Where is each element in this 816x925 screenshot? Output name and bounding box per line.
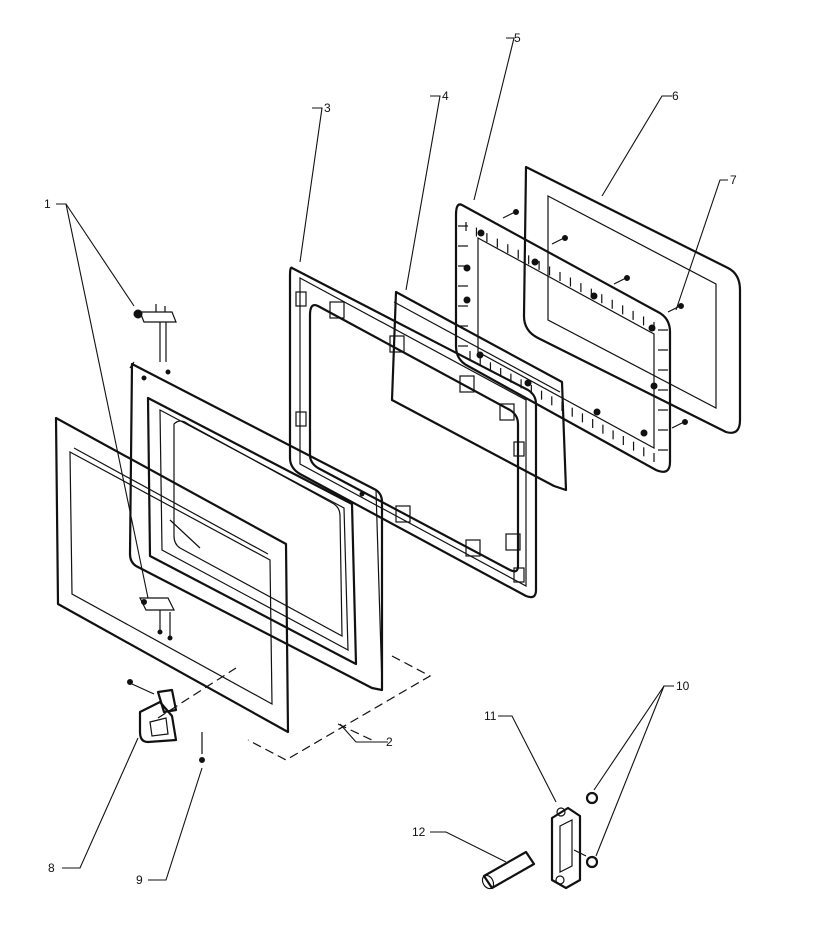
main-door-panel	[128, 361, 384, 692]
part-12-rod	[481, 850, 536, 890]
callout-1: 1	[44, 197, 51, 211]
part-8-latch	[127, 679, 178, 744]
frame-clips	[295, 291, 525, 583]
part-11-bracket	[550, 806, 587, 890]
part-10-nuts	[585, 791, 599, 869]
callout-6: 6	[672, 89, 679, 103]
callout-3: 3	[324, 101, 331, 115]
callout-4: 4	[442, 89, 449, 103]
part-1-hinge-bottom	[139, 597, 175, 641]
part-6-glass-panel	[522, 165, 742, 434]
callout-11: 11	[484, 709, 497, 723]
callout-8: 8	[48, 861, 55, 875]
part-1-hinge-top	[133, 304, 177, 362]
outer-door-frame	[54, 416, 290, 734]
callout-9: 9	[136, 873, 143, 887]
callout-10: 10	[676, 679, 690, 693]
part-2-dashed-outline	[157, 655, 432, 761]
callout-2: 2	[386, 735, 393, 749]
part-4-inner-glass	[390, 290, 568, 492]
leader-lines	[56, 37, 728, 881]
frame-tick-marks	[458, 222, 668, 462]
part-3-inner-frame	[288, 266, 538, 599]
frame-holes	[463, 229, 658, 437]
part-7-rivet-frame	[454, 203, 688, 473]
part-9-screw	[199, 732, 205, 763]
callout-labels: 1 2 3 4 5 6 7 8 9 10 11 12	[44, 31, 737, 887]
callout-5: 5	[514, 31, 521, 45]
callout-7: 7	[730, 173, 737, 187]
frame-screws	[502, 209, 688, 429]
callout-12: 12	[412, 825, 426, 839]
